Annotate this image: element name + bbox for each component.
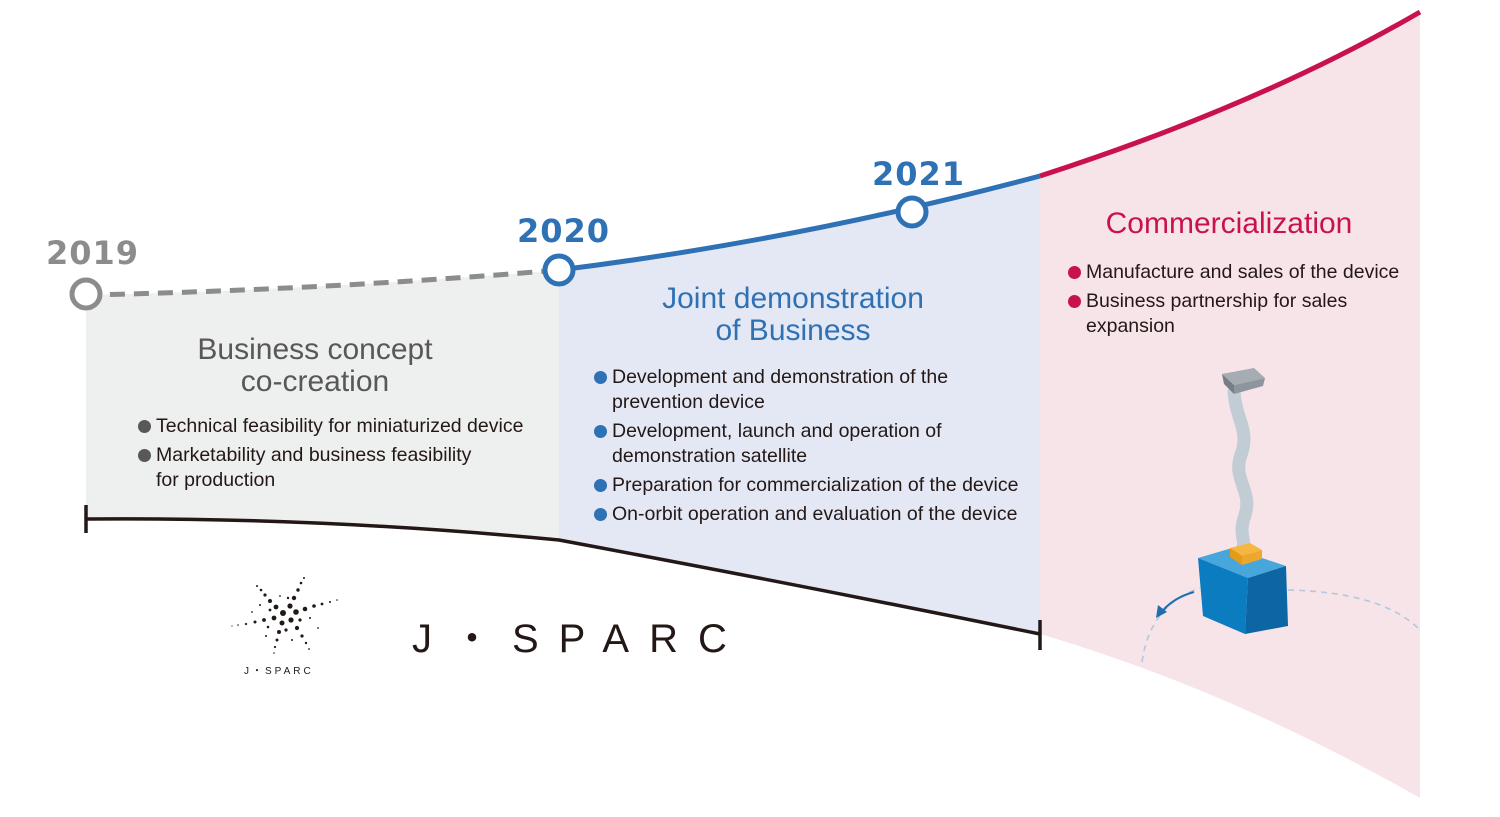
brand-wordmark: J・SPARC [412,617,747,661]
list-item: Preparation for commercialization of the… [594,473,1034,498]
phase3-list: Manufacture and sales of the device Busi… [1068,260,1408,343]
list-item: Technical feasibility for miniaturized d… [138,414,538,439]
list-item-text: On-orbit operation and evaluation of the… [612,503,1018,525]
phase3-title: Commercialization [1105,207,1353,240]
trend-line-2019-2020 [85,267,560,298]
year-2020: 2020 [517,212,611,250]
phase2-list: Development and demonstration of the pre… [594,365,1034,531]
bullet-dot [594,479,607,492]
bullet-dot [594,508,607,521]
list-item-text: Technical feasibility for miniaturized d… [156,415,524,437]
list-item: Marketability and business feasibility f… [138,443,538,493]
year-2019: 2019 [46,234,140,272]
bullet-dot [138,449,151,462]
satellite-device-icon [1141,368,1419,663]
starburst-dots-icon [231,577,338,654]
phase1-list: Technical feasibility for miniaturized d… [138,414,538,497]
list-item: Development and demonstration of the pre… [594,365,1034,415]
bullet-dot [1068,266,1081,279]
timeline-axis [85,517,1041,636]
bullet-dot [594,425,607,438]
milestone-2021 [895,195,929,229]
bullet-dot [1068,295,1081,308]
milestone-2019 [69,277,103,311]
list-item-text: Development and demonstration of the pre… [612,366,949,413]
logo-caption: J・SPARC [244,666,314,677]
phase2-region [559,176,1040,634]
trend-line-2020-2021 [558,173,1041,273]
list-item: Business partnership for sales expansion [1068,289,1408,339]
list-item: Development, launch and operation of dem… [594,419,1034,469]
list-item-text: Preparation for commercialization of the… [612,474,1019,496]
list-item: Manufacture and sales of the device [1068,260,1408,285]
phase2-title-line2: of Business [715,314,871,347]
trend-line-commercial [1039,9,1422,179]
bullet-dot [594,371,607,384]
list-item-text: Marketability and business feasibility f… [156,444,472,491]
phase1-region [86,270,559,540]
milestone-2020 [542,253,576,287]
year-2021: 2021 [872,155,966,193]
bullet-dot [138,420,151,433]
phase1-title-line1: Business concept [197,333,433,366]
list-item: On-orbit operation and evaluation of the… [594,502,1034,527]
list-item-text: Business partnership for sales expansion [1086,290,1348,337]
list-item-text: Development, launch and operation of dem… [612,420,942,467]
phase1-title-line2: co-creation [240,365,390,398]
phase1-title: Business concept co-creation [150,334,480,398]
phase2-title: Joint demonstration of Business [618,283,968,347]
list-item-text: Manufacture and sales of the device [1086,261,1400,283]
phase2-title-line1: Joint demonstration [662,282,924,315]
